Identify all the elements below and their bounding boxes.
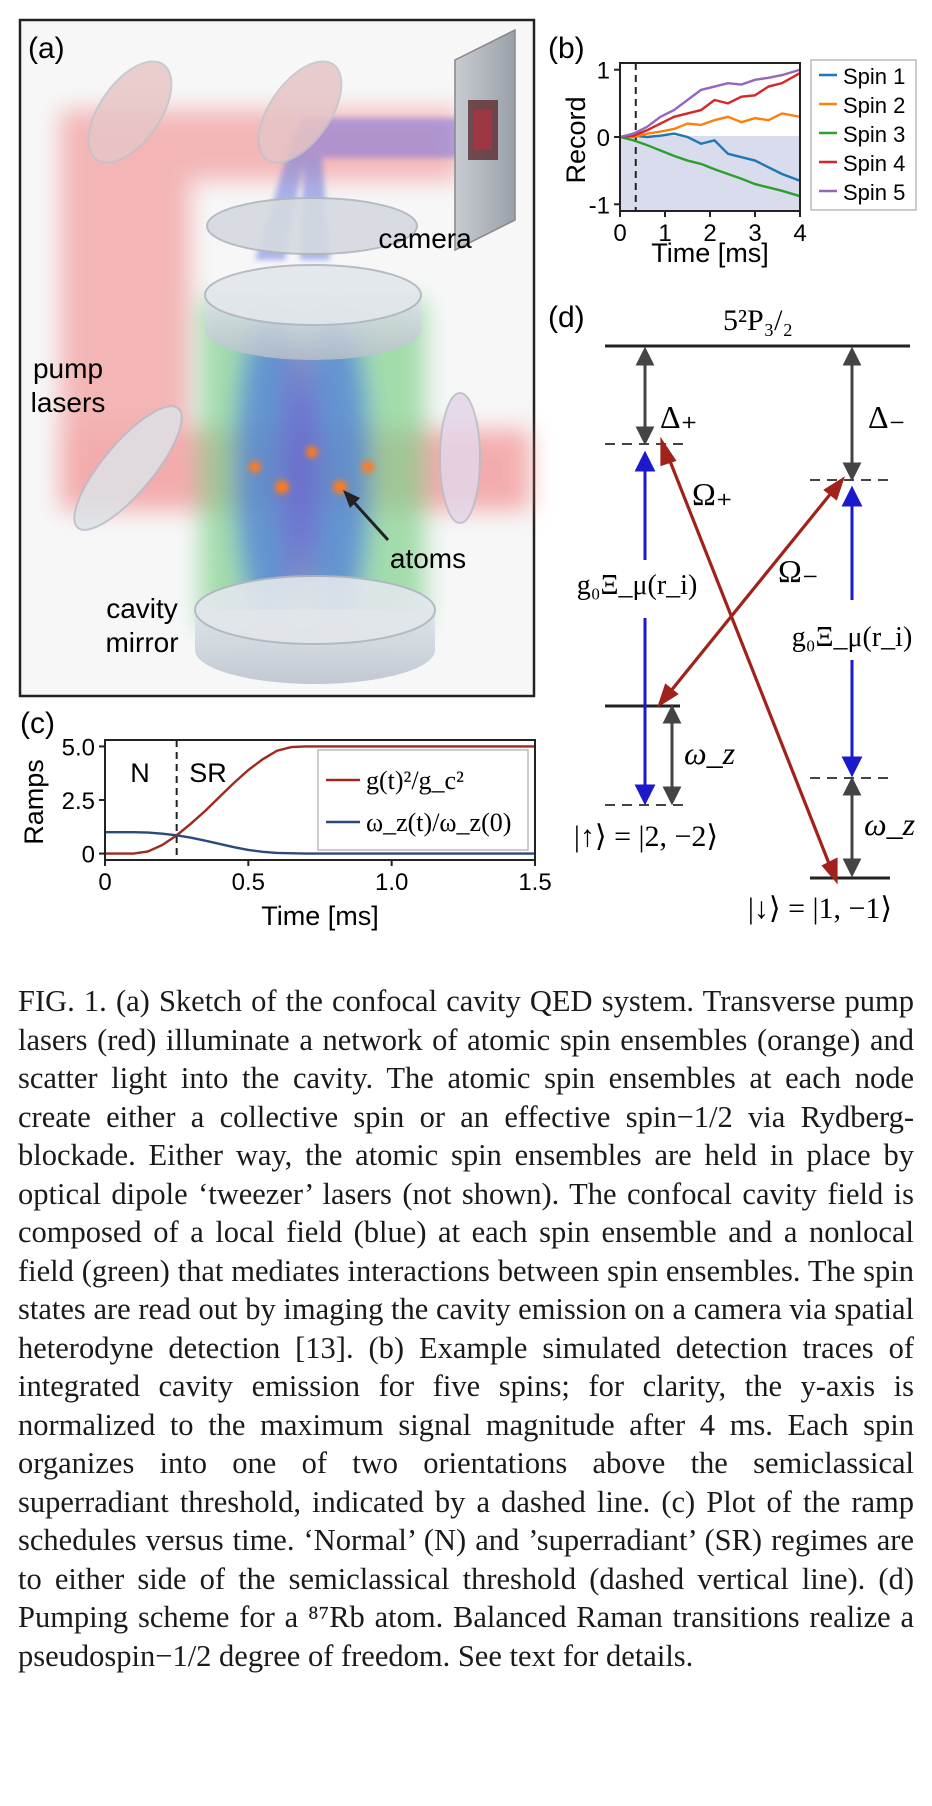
x-tick-label: 1.5 bbox=[518, 869, 551, 896]
lens bbox=[206, 197, 418, 255]
panel-b-legend bbox=[810, 59, 917, 211]
y-tick-label: 0 bbox=[82, 842, 95, 869]
panel-a: (a) camera pump lasers atoms cavity mirr… bbox=[18, 18, 536, 698]
figure-caption: FIG. 1. (a) Sketch of the confocal cavit… bbox=[18, 982, 914, 1675]
coupling-left-label: g₀Ξ_μ(r_i) bbox=[577, 570, 698, 601]
panel-b-xlabel: Time [ms] bbox=[651, 238, 769, 268]
pump-label-line2: lasers bbox=[31, 387, 106, 418]
camera-label: camera bbox=[378, 223, 472, 254]
panel-b-negative-band bbox=[620, 136, 800, 211]
panel-a-label: (a) bbox=[28, 32, 65, 65]
pump-label-line1: pump bbox=[33, 353, 103, 384]
region-n-label: N bbox=[130, 758, 150, 788]
x-tick-label: 1 bbox=[658, 220, 671, 247]
x-tick-label: 0.5 bbox=[232, 869, 265, 896]
panel-c-plot bbox=[105, 740, 535, 860]
delta-minus-label: Δ₋ bbox=[868, 399, 905, 435]
y-tick-label: 1 bbox=[597, 58, 610, 85]
mirror-left bbox=[73, 405, 183, 531]
panel-c-legend bbox=[317, 749, 529, 851]
atoms-label: atoms bbox=[390, 543, 466, 574]
atoms bbox=[249, 446, 374, 494]
x-tick-label: 0 bbox=[613, 220, 626, 247]
panel-c-ylabel: Ramps bbox=[19, 759, 49, 845]
excited-state-label: 5²P₃/₂ bbox=[723, 304, 793, 337]
state-down-label: |↓⟩ = |1, −1⟩ bbox=[748, 892, 892, 925]
panel-c-xlabel: Time [ms] bbox=[261, 901, 379, 931]
y-tick-label: -1 bbox=[589, 192, 610, 219]
panel-d: (d) 5²P₃/₂ bbox=[548, 301, 916, 925]
x-tick-label: 1.0 bbox=[375, 869, 408, 896]
cavity-coupling-arrows bbox=[634, 450, 863, 806]
panel-c-label: (c) bbox=[20, 707, 55, 740]
series-line-1 bbox=[619, 132, 801, 182]
mirror-label-line2: mirror bbox=[105, 627, 178, 658]
panel-b-label: (b) bbox=[548, 32, 585, 65]
panel-b-ylabel: Record bbox=[561, 96, 591, 183]
y-tick-label: 2.5 bbox=[62, 788, 95, 815]
mirror-right bbox=[439, 392, 481, 524]
legend-entry-1: Spin 1 bbox=[843, 64, 905, 89]
series-line-1 bbox=[105, 745, 535, 855]
mirror-top-left bbox=[87, 60, 173, 164]
coupling-right-label: g₀Ξ_μ(r_i) bbox=[792, 622, 913, 653]
x-tick-label: 0 bbox=[98, 869, 111, 896]
legend-entry-4: Spin 4 bbox=[843, 151, 905, 176]
y-tick-label: 5.0 bbox=[62, 734, 95, 761]
omega-minus-label: Ω₋ bbox=[778, 553, 819, 589]
omega-z-right-label: ω_z bbox=[864, 806, 916, 842]
series-line-5 bbox=[619, 68, 801, 139]
panel-b-plot bbox=[619, 63, 801, 211]
state-up-label: |↑⟩ = |2, −2⟩ bbox=[574, 820, 718, 853]
legend-entry-5: Spin 5 bbox=[843, 180, 905, 205]
legend-entry-3: Spin 3 bbox=[843, 122, 905, 147]
series-line-2 bbox=[620, 112, 801, 139]
legend-entry-2: Spin 2 bbox=[843, 93, 905, 118]
panel-d-label: (d) bbox=[548, 301, 585, 334]
mirror-label-line1: cavity bbox=[106, 593, 178, 624]
series-line-3 bbox=[619, 135, 801, 198]
legend-entry-1: g(t)²/g_c² bbox=[366, 766, 464, 795]
omega-plus-label: Ω₊ bbox=[692, 476, 733, 512]
cavity-field bbox=[200, 300, 425, 630]
legend-entry-2: ω_z(t)/ω_z(0) bbox=[366, 808, 511, 837]
series-line-4 bbox=[619, 72, 801, 139]
x-tick-label: 4 bbox=[793, 220, 806, 247]
y-tick-label: 0 bbox=[597, 125, 610, 152]
x-tick-label: 3 bbox=[748, 220, 761, 247]
omega-z-left-label: ω_z bbox=[684, 735, 736, 771]
pump-arrows bbox=[657, 436, 845, 885]
x-tick-label: 2 bbox=[703, 220, 716, 247]
delta-plus-label: Δ₊ bbox=[660, 399, 697, 435]
caption-text: FIG. 1. (a) Sketch of the confocal cavit… bbox=[18, 984, 914, 1673]
region-sr-label: SR bbox=[189, 758, 227, 788]
beamsplitter bbox=[257, 60, 343, 164]
camera bbox=[454, 28, 516, 252]
delta-arrows bbox=[635, 346, 862, 878]
atoms-pointer-arrow bbox=[348, 496, 390, 542]
series-line-2 bbox=[105, 830, 535, 855]
figure-panels: (a) camera pump lasers atoms cavity mirr… bbox=[18, 18, 917, 931]
